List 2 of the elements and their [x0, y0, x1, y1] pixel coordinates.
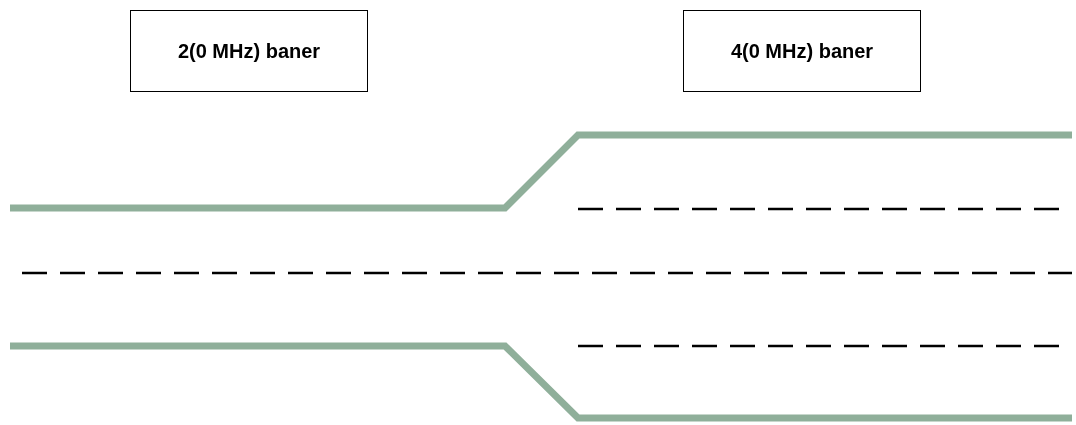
label-box: 2(0 MHz) baner: [130, 10, 368, 92]
label-box: 4(0 MHz) baner: [683, 10, 921, 92]
